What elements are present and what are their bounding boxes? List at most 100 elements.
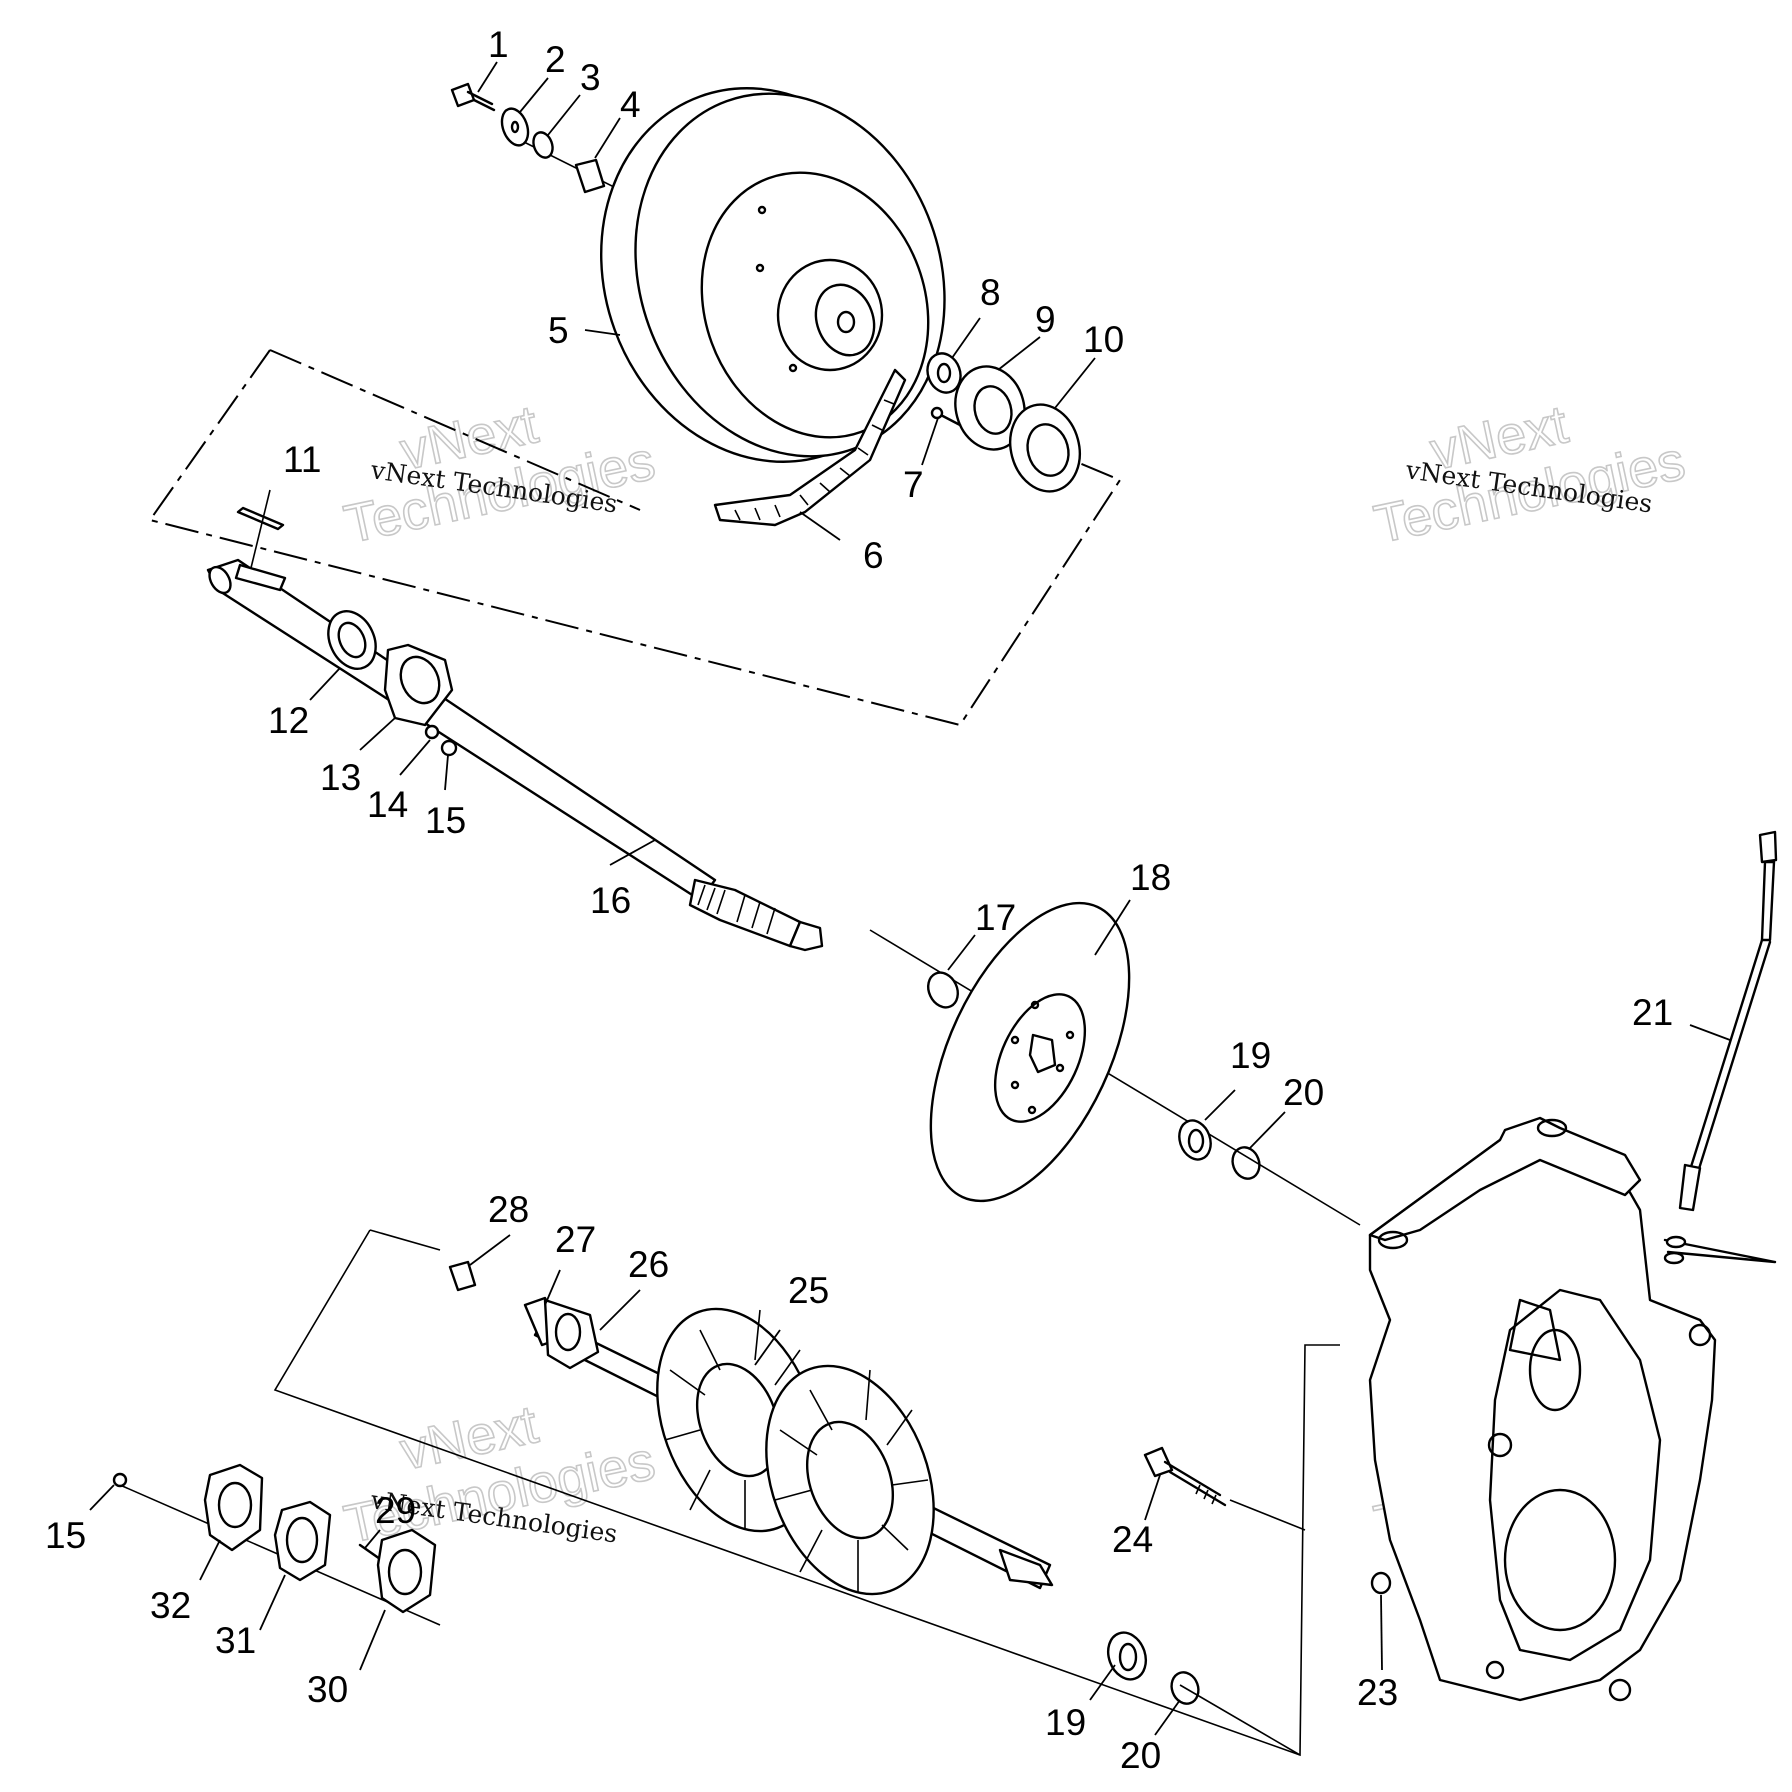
- bracket-hole: [1377, 1230, 1409, 1250]
- seal-19-upper: [1178, 1119, 1212, 1161]
- upper-assembly-boundary: [148, 349, 1122, 727]
- upper-assembly-boundary-top: [269, 349, 641, 511]
- callout-29: 29: [375, 1490, 416, 1531]
- dipstick-21: [1678, 830, 1778, 1212]
- bolt-head: [450, 82, 476, 108]
- flange-26-bore: [554, 1312, 582, 1352]
- chain-links: [713, 368, 907, 527]
- flange-10-bore: [1026, 423, 1070, 477]
- seal-19-lower: [1106, 1631, 1148, 1681]
- nut-15: [440, 739, 458, 757]
- flange-32: [203, 1463, 264, 1552]
- spline-teeth: [697, 884, 776, 935]
- bolt-24-thread: [1195, 1484, 1217, 1505]
- callout-20-lower: 20: [1120, 1735, 1161, 1776]
- pulley-inner-sheave: [634, 92, 946, 458]
- chaincase-body: [1368, 1126, 1717, 1702]
- drive-shaft-splined-end: [998, 1548, 1054, 1587]
- callout-25: 25: [788, 1270, 829, 1311]
- callout-18: 18: [1130, 857, 1171, 898]
- dipstick-rod: [1688, 938, 1772, 1174]
- gasket-31: [273, 1500, 332, 1582]
- screw-7-head: [930, 406, 944, 420]
- dipstick-end: [1678, 1163, 1702, 1212]
- callout-27: 27: [555, 1219, 596, 1260]
- pulley-hub-bore: [814, 283, 876, 357]
- dipstick-cap: [1760, 860, 1776, 942]
- callout-2: 2: [545, 39, 566, 80]
- callout-28: 28: [488, 1189, 529, 1230]
- pulley-rivet: [757, 205, 767, 215]
- callout-21: 21: [1632, 992, 1673, 1033]
- nut-15-lower: [112, 1472, 128, 1488]
- callout-16: 16: [590, 880, 631, 921]
- bearing-flange-assembly: [926, 352, 1081, 493]
- callout-11: 11: [283, 439, 321, 480]
- callout-6: 6: [863, 535, 884, 576]
- brake-disc-hole: [1010, 1035, 1020, 1045]
- washer-2: [500, 107, 530, 147]
- flange-30: [376, 1528, 437, 1614]
- washer-14: [424, 724, 440, 740]
- callout-4: 4: [620, 84, 641, 125]
- callout-19: 19: [1230, 1035, 1271, 1076]
- callout-9: 9: [1035, 299, 1056, 340]
- left-flange-assembly: [112, 1463, 437, 1614]
- flange-9-bore: [973, 385, 1013, 435]
- chaincase-tensioner: [1508, 1298, 1562, 1362]
- brake-disc-hole: [1027, 1105, 1037, 1115]
- sprocket-right-teeth: [774, 1369, 929, 1592]
- callout-numbers: 1 2 3 4 5 6 7 8 9 10 11 12 13 14 15 16 1…: [45, 24, 1673, 1776]
- callout-23: 23: [1357, 1672, 1398, 1713]
- shaft-tip: [788, 920, 824, 952]
- bolt-24-shank: [1163, 1460, 1227, 1507]
- flange-13-bore: [399, 655, 441, 705]
- callout-8: 8: [980, 272, 1001, 313]
- callout-31: 31: [215, 1620, 256, 1661]
- axis-line-lower-right: [1179, 1684, 1301, 1756]
- nut-23: [1370, 1571, 1392, 1595]
- chaincase-top-bracket: [1368, 1116, 1642, 1242]
- callout-5: 5: [548, 310, 569, 351]
- shaft-end: [208, 565, 232, 595]
- pulley-center-hole: [836, 310, 856, 334]
- brake-disc-hole: [1055, 1063, 1065, 1073]
- o-ring-20-upper: [1231, 1146, 1261, 1180]
- callout-17: 17: [975, 897, 1016, 938]
- bracket-hole: [1536, 1118, 1568, 1138]
- flange-30-bore: [387, 1548, 423, 1596]
- housing-bolt: [1487, 1432, 1513, 1458]
- circlip-17: [927, 971, 959, 1009]
- housing-bolt: [1485, 1660, 1505, 1680]
- brake-disc-hub: [993, 993, 1087, 1123]
- cotter-pin-eye: [1665, 1235, 1687, 1249]
- sprocket-right: [765, 1364, 935, 1596]
- pulley-face-ring: [700, 171, 930, 439]
- bolt-24-head: [1143, 1446, 1174, 1478]
- callout-3: 3: [580, 57, 601, 98]
- callout-30: 30: [307, 1669, 348, 1710]
- housing-bolt: [1688, 1323, 1712, 1347]
- flange-32-bore: [217, 1481, 253, 1529]
- shaft-bearing-assembly: [327, 610, 458, 757]
- axis-line-bolt: [1229, 1499, 1306, 1531]
- woodruff-key-11: [236, 506, 285, 531]
- washer-8: [926, 352, 962, 394]
- callout-14: 14: [367, 784, 408, 825]
- callout-19-lower: 19: [1045, 1702, 1086, 1743]
- driven-pulley: [600, 87, 946, 463]
- brake-disc-hole: [1010, 1080, 1020, 1090]
- callout-7: 7: [903, 464, 924, 505]
- chaincase-cover: [1488, 1288, 1662, 1662]
- callout-20: 20: [1283, 1072, 1324, 1113]
- callout-24: 24: [1112, 1519, 1153, 1560]
- pulley-hub: [776, 258, 884, 372]
- bushing-4: [574, 158, 606, 194]
- brake-disc-hole: [1065, 1030, 1075, 1040]
- shaft-splines: [688, 878, 802, 948]
- jackshaft: [206, 558, 824, 952]
- pulley-rivet: [755, 263, 765, 273]
- o-ring-20-lower: [1170, 1671, 1200, 1705]
- lower-assembly-boundary-top: [369, 1229, 441, 1251]
